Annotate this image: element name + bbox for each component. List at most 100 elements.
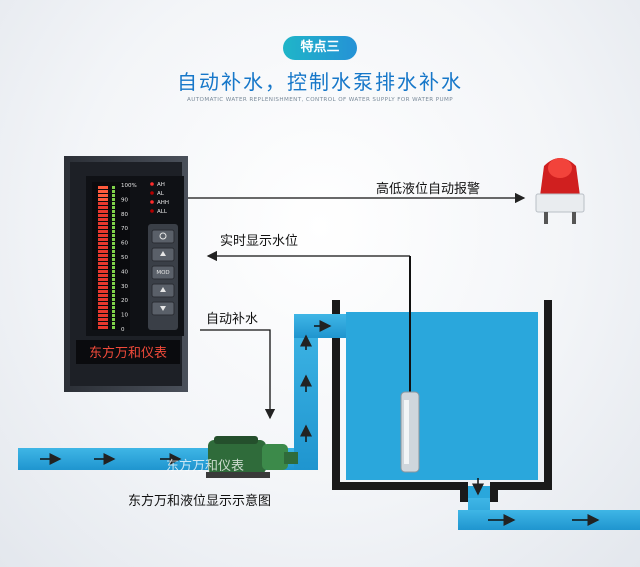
meter-brand: 东方万和仪表 [89, 345, 167, 361]
bar-segment-green [112, 286, 115, 289]
bar-segment [98, 214, 108, 217]
bar-segment [98, 326, 108, 329]
bar-segment-green [112, 234, 115, 237]
bar-segment [98, 278, 108, 281]
bar-segment-green [112, 270, 115, 273]
bar-segment-green [112, 326, 115, 329]
bar-segment [98, 202, 108, 205]
bar-segment-green [112, 214, 115, 217]
scale-label: 80 [121, 212, 128, 218]
bar-segment-green [112, 266, 115, 269]
bar-segment-green [112, 298, 115, 301]
level-bar [98, 186, 115, 329]
bar-segment [98, 242, 108, 245]
watermark: 东方万和仪表 [166, 458, 244, 474]
bar-segment-green [112, 190, 115, 193]
bar-segment [98, 322, 108, 325]
bar-segment-green [112, 194, 115, 197]
bar-segment-green [112, 310, 115, 313]
indicator-label: AH [157, 182, 165, 188]
bar-segment [98, 226, 108, 229]
bar-segment-green [112, 222, 115, 225]
bar-segment [98, 294, 108, 297]
page-title: 自动补水，控制水泵排水补水 [177, 70, 463, 94]
outlet-pipe [458, 478, 640, 530]
refill-arrow [200, 329, 276, 420]
bar-segment [98, 266, 108, 269]
water-pump [206, 436, 298, 478]
bar-segment [98, 190, 108, 193]
indicator-led [150, 209, 154, 213]
bar-segment-green [112, 250, 115, 253]
bar-segment-green [112, 198, 115, 201]
bar-segment-green [112, 318, 115, 321]
bar-segment-green [112, 202, 115, 205]
bar-segment [98, 290, 108, 293]
brand-window [76, 340, 180, 364]
bar-segment [98, 186, 108, 189]
indicator-led [150, 191, 154, 195]
scale-label: 90 [121, 197, 128, 203]
caption: 东方万和液位显示示意图 [128, 494, 272, 509]
bar-segment-green [112, 274, 115, 277]
bar-segment-green [112, 186, 115, 189]
bar-segment-green [112, 210, 115, 213]
scale-label: 40 [121, 269, 128, 275]
bar-segment-green [112, 206, 115, 209]
feature-badge: 特点三 [283, 36, 357, 60]
scale-label: 50 [121, 255, 128, 261]
bar-segment-green [112, 278, 115, 281]
bar-segment [98, 318, 108, 321]
bar-segment-green [112, 218, 115, 221]
meter-button [151, 265, 175, 280]
bar-segment [98, 306, 108, 309]
bar-segment-green [112, 246, 115, 249]
alarm-label: 高低液位自动报警 [376, 182, 481, 197]
scale-label: 0 [121, 327, 125, 333]
bar-segment-green [112, 302, 115, 305]
indicator-led [150, 182, 154, 186]
bar-segment-green [112, 254, 115, 257]
bar-segment [98, 274, 108, 277]
scale-label: 10 [121, 313, 128, 319]
bar-segment [98, 302, 108, 305]
refill-label: 自动补水 [206, 312, 259, 327]
water-tank [332, 300, 552, 502]
meter-button [151, 229, 175, 244]
page-subtitle: AUTOMATIC WATER REPLENISHMENT, CONTROL O… [187, 97, 453, 103]
bar-segment [98, 282, 108, 285]
power-icon [159, 232, 167, 240]
scale-label: 30 [121, 284, 128, 290]
scale-label: 60 [121, 241, 128, 247]
bar-segment [98, 270, 108, 273]
down-arrow-icon [160, 306, 166, 311]
indicator-label: AL [157, 191, 165, 197]
indicator-led [150, 200, 154, 204]
bar-segment [98, 286, 108, 289]
bar-segment [98, 314, 108, 317]
up-arrow-icon [160, 287, 166, 292]
bar-segment-green [112, 230, 115, 233]
bar-segment-green [112, 294, 115, 297]
bar-segment [98, 258, 108, 261]
bar-segment [98, 218, 108, 221]
bar-segment [98, 298, 108, 301]
bar-segment [98, 310, 108, 313]
level-probe [400, 256, 420, 473]
bar-segment [98, 262, 108, 265]
bar-segment [98, 194, 108, 197]
bar-segment-green [112, 282, 115, 285]
bar-segment [98, 198, 108, 201]
bar-segment-green [112, 290, 115, 293]
bar-segment [98, 206, 108, 209]
bar-segment [98, 246, 108, 249]
bar-segment-green [112, 262, 115, 265]
scale-label: 100% [121, 183, 137, 189]
bar-segment-green [112, 238, 115, 241]
bar-segment [98, 254, 108, 257]
